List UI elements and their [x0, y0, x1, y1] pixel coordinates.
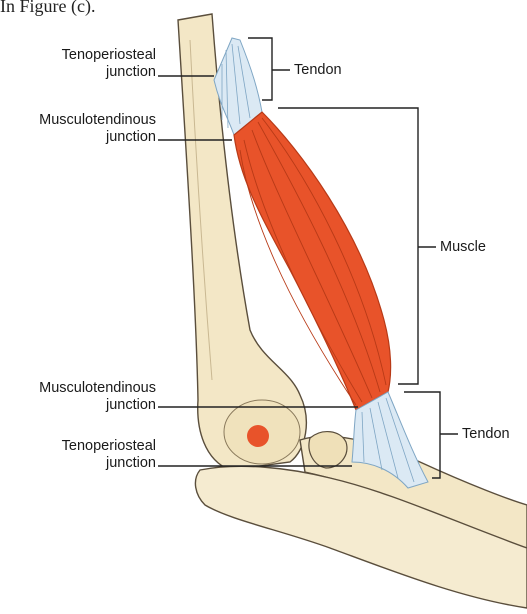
joint-dot [247, 425, 269, 447]
label-line: Musculotendinous [8, 112, 156, 129]
label-top-tenoperiosteal: Tenoperiosteal junction [18, 47, 156, 81]
label-line: junction [8, 129, 156, 146]
label-line: Tenoperiosteal [18, 47, 156, 64]
label-muscle: Muscle [440, 239, 486, 256]
label-tendon-top: Tendon [294, 62, 342, 79]
label-line: Musculotendinous [8, 380, 156, 397]
label-bottom-tenoperiosteal: Tenoperiosteal junction [18, 438, 156, 472]
label-bottom-musculotendinous: Musculotendinous junction [8, 380, 156, 414]
label-top-musculotendinous: Musculotendinous junction [8, 112, 156, 146]
label-line: junction [18, 64, 156, 81]
label-line: junction [18, 455, 156, 472]
label-line: junction [8, 397, 156, 414]
label-tendon-bottom: Tendon [462, 426, 510, 443]
label-line: Tenoperiosteal [18, 438, 156, 455]
